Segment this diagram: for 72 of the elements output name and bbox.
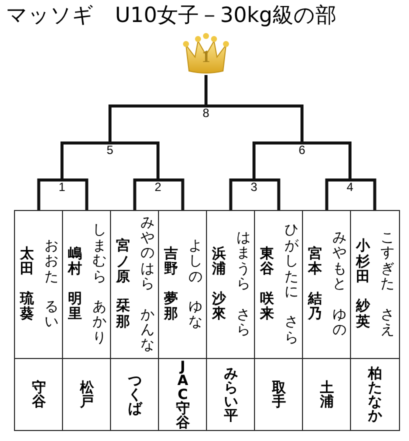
name-reading: おおた — [44, 238, 58, 285]
match-number: 8 — [202, 106, 210, 120]
player-name: 明里 — [68, 292, 82, 323]
match-number: 4 — [346, 180, 354, 194]
bracket-line — [204, 75, 208, 106]
name-reading: ゆな — [188, 300, 202, 331]
team-cell: 柏たなか — [350, 358, 400, 431]
player-name: 咲来 — [260, 292, 274, 323]
name-cell — [14, 210, 64, 360]
player-name: 琉葵 — [20, 292, 34, 323]
match-number: 6 — [298, 143, 306, 157]
bracket-line — [133, 178, 158, 210]
bracket-line — [110, 142, 160, 180]
name-reading: あかり — [92, 300, 106, 346]
player-name: 宮本 — [308, 246, 322, 278]
team-cell: 守谷 — [14, 358, 64, 431]
player-name: 宮ノ原 — [116, 239, 130, 286]
player-name: 結乃 — [308, 292, 322, 323]
bracket-line — [62, 178, 88, 210]
name-reading: みやもと — [332, 231, 346, 293]
name-reading: るい — [44, 300, 58, 331]
name-cell — [350, 210, 400, 360]
name-cell — [62, 210, 112, 360]
bracket-line — [108, 104, 206, 143]
player-name: 太田 — [20, 246, 34, 278]
name-cell — [110, 210, 160, 360]
name-cell — [302, 210, 352, 360]
player-name: 嶋村 — [68, 246, 82, 278]
name-reading: さら — [236, 308, 250, 338]
player-name: 吉野 — [164, 246, 178, 278]
name-reading: さら — [284, 315, 298, 346]
match-number: 3 — [250, 180, 258, 194]
name-reading: しまむら — [92, 223, 106, 285]
name-reading: こすぎた — [380, 231, 394, 293]
bracket-line — [252, 142, 302, 180]
match-number: 1 — [58, 180, 66, 194]
team-cell: 土浦 — [302, 358, 352, 431]
player-name: 栞那 — [116, 299, 130, 330]
bracket-line — [37, 178, 62, 210]
player-name: 沙來 — [212, 292, 226, 323]
bracket-line — [229, 178, 254, 210]
name-cell — [254, 210, 304, 360]
bracket-line — [206, 104, 304, 143]
name-reading: ひがしたに — [284, 223, 298, 300]
name-cell — [206, 210, 256, 360]
name-reading: よしの — [188, 238, 202, 285]
team-cell: 取手 — [254, 358, 304, 431]
name-reading: みやのはら — [140, 216, 154, 293]
name-reading: ゆの — [332, 308, 346, 338]
bracket-line — [60, 142, 110, 180]
player-name: 小杉田 — [356, 239, 370, 286]
name-reading: はまうら — [236, 231, 250, 293]
player-name: 浜浦 — [212, 246, 226, 278]
match-number: 2 — [154, 180, 162, 194]
team-cell: つくば — [110, 358, 160, 431]
player-name: 夢那 — [164, 292, 178, 323]
bracket-line — [325, 178, 350, 210]
bracket-line — [254, 178, 280, 210]
name-reading: さえ — [380, 308, 394, 338]
player-name: 東谷 — [260, 246, 274, 278]
team-cell: 松戸 — [62, 358, 112, 431]
bracket-line — [302, 142, 352, 180]
diagram-title: マッソギ U10女子－30kg級の部 — [6, 2, 336, 29]
team-cell: JAC守谷 — [158, 358, 208, 431]
bracket-line — [158, 178, 184, 210]
rank-number: 1 — [200, 47, 212, 67]
player-name: 紗英 — [356, 299, 370, 330]
team-cell: みらい平 — [206, 358, 256, 431]
name-cell — [158, 210, 208, 360]
bracket-line — [350, 178, 376, 210]
match-number: 5 — [106, 143, 114, 157]
name-reading: かんな — [140, 308, 154, 354]
